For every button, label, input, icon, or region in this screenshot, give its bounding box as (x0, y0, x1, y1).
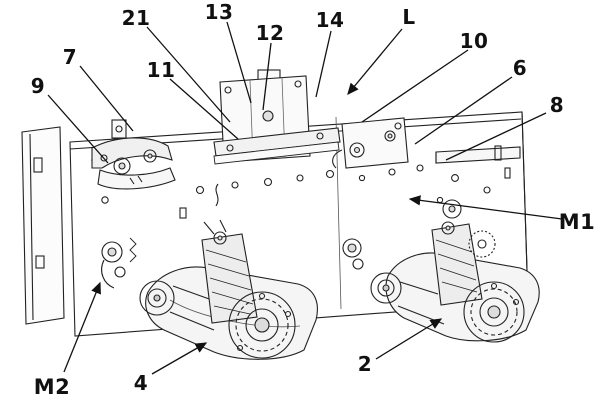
upper-left-latch (91, 137, 176, 190)
pole-assembly-left (101, 219, 318, 360)
hook-detail (215, 183, 219, 207)
side-plate-left (21, 126, 65, 325)
plate-step-right (435, 145, 521, 179)
pole-assembly-right (342, 221, 540, 343)
pivot-pin (262, 110, 274, 122)
leader-lines (47, 21, 547, 164)
upper-right-bracket (332, 117, 409, 169)
cross-arm (213, 127, 341, 165)
arrow-leaders (63, 28, 563, 375)
plate-holes (91, 156, 491, 219)
